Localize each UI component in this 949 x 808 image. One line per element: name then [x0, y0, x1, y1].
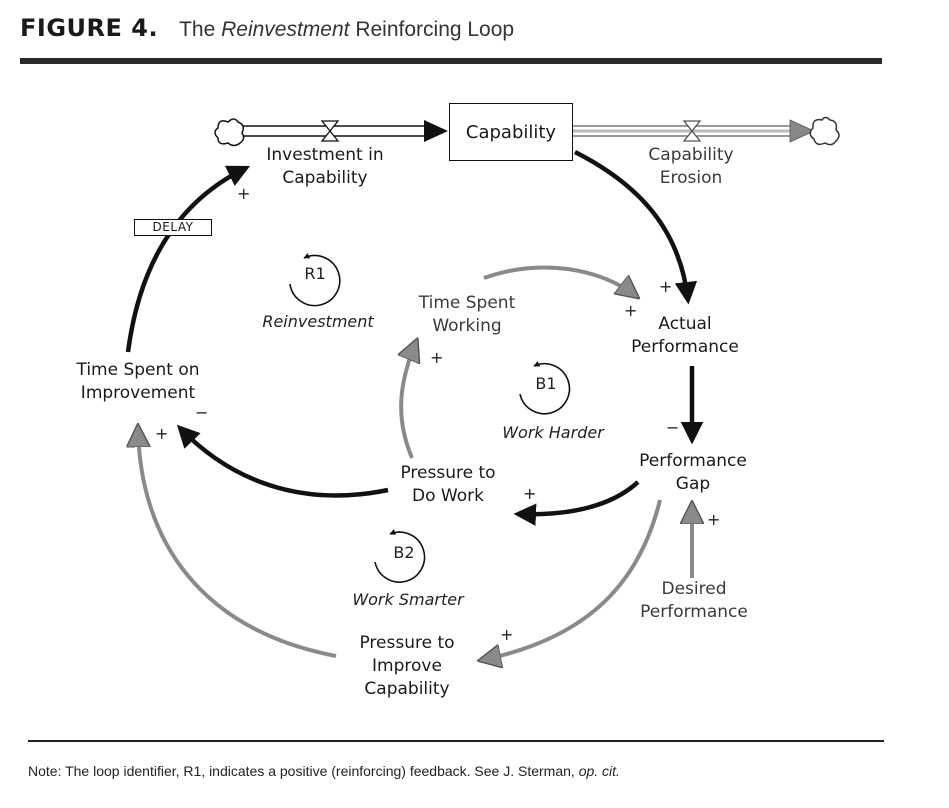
sink-cloud-icon: [809, 116, 840, 146]
loop-b1-arc: [519, 361, 571, 415]
time-spent-on-improvement: Time Spent on Improvement: [76, 360, 200, 403]
erosion-flow-label: Capability Erosion: [648, 145, 734, 188]
polarity-sign-gap-pressure-improve: +: [500, 625, 514, 644]
top-rule: [20, 58, 882, 64]
desired-performance: Desired Performance: [640, 579, 748, 622]
polarity-sign-investment: +: [237, 184, 251, 203]
polarity-sign-gap-pressure-work: +: [523, 484, 537, 503]
capability-stock-label: Capability: [465, 121, 557, 143]
polarity-sign-capability-actual: +: [659, 277, 673, 296]
loop-b1-id: B1: [535, 374, 557, 393]
link-pressure-improve-to-time-improvement: [138, 428, 337, 658]
pressure-to-improve-capability: Pressure to Improve Capability: [359, 633, 455, 699]
loop-b2-name: Work Smarter: [352, 590, 464, 609]
figure-title: FIGURE 4. The Reinvestment Reinforcing L…: [20, 14, 514, 42]
figure-label: FIGURE 4.: [20, 14, 159, 42]
pressure-to-do-work: Pressure to Do Work: [400, 463, 496, 506]
inflow-pipe: [240, 120, 448, 142]
link-pressure-work-to-time-working: [401, 342, 416, 459]
link-pressure-work-to-time-improvement: [176, 424, 389, 498]
link-time-working-to-actual-performance: [483, 265, 636, 296]
outflow-valve-icon: [682, 120, 702, 142]
loop-r1-arc: [289, 252, 341, 307]
performance-gap: Performance Gap: [639, 451, 747, 494]
polarity-sign-pressure-working: +: [430, 348, 444, 367]
loop-b1-name: Work Harder: [502, 423, 604, 442]
polarity-sign-pressure-work-improvement: −: [195, 403, 209, 422]
capability-stock: Capability: [449, 103, 573, 161]
polarity-sign-working-actual: +: [624, 301, 638, 320]
loop-r1-id: R1: [304, 264, 326, 283]
bottom-rule: [28, 740, 884, 742]
link-capability-to-actual-performance: [573, 149, 698, 305]
source-cloud-icon: [214, 118, 245, 147]
time-spent-working: Time Spent Working: [418, 293, 516, 336]
actual-performance: Actual Performance: [631, 314, 739, 357]
inflow-valve-icon: [320, 120, 340, 142]
outflow-pipe: [573, 119, 815, 143]
polarity-sign-pressure-improve-improvement: +: [155, 424, 169, 443]
figure-title-text: The Reinvestment Reinforcing Loop: [179, 18, 515, 41]
figure-note: Note: The loop identifier, R1, indicates…: [28, 763, 620, 779]
polarity-sign-desired-gap: +: [707, 510, 721, 529]
link-gap-to-pressure-improve: [482, 499, 662, 660]
loop-r1-name: Reinvestment: [262, 312, 374, 331]
polarity-sign-actual-gap: −: [666, 418, 680, 437]
link-gap-to-pressure-work: [513, 480, 640, 526]
delay-marker: DELAY: [134, 219, 212, 236]
loop-b2-id: B2: [393, 543, 415, 562]
link-time-improvement-to-investment: [125, 165, 251, 353]
investment-flow-label: Investment in Capability: [266, 145, 384, 188]
loop-b2-arc: [374, 529, 426, 583]
